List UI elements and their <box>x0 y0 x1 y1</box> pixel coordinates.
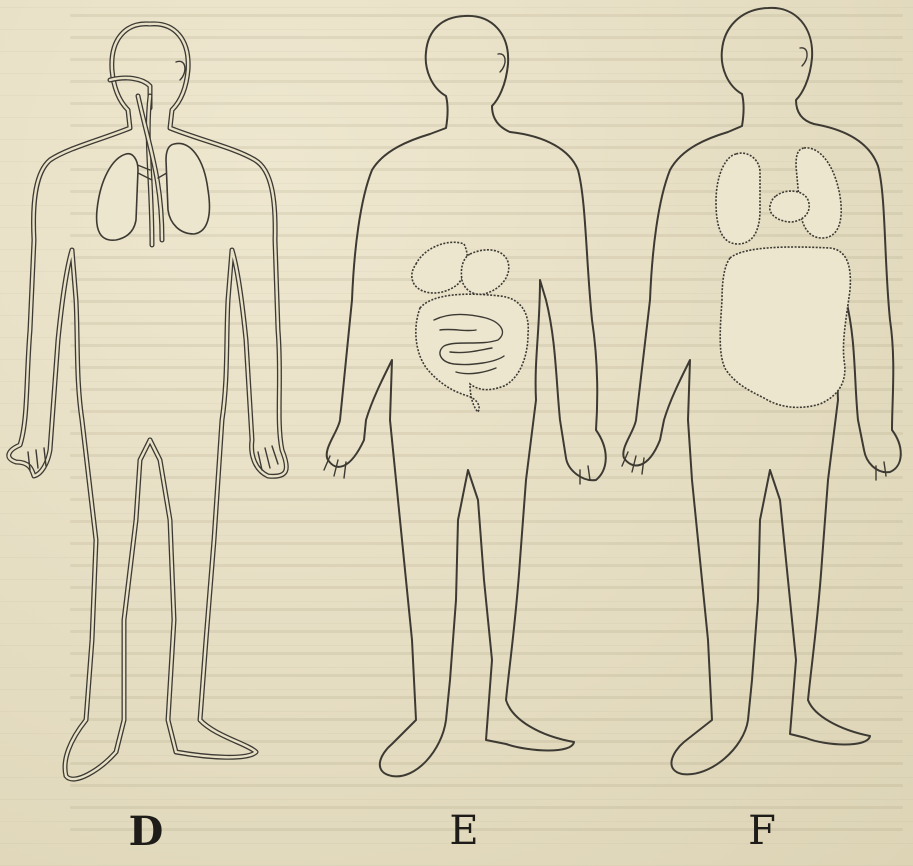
figure-f <box>622 8 901 774</box>
figure-d-left-lung <box>166 143 209 234</box>
figure-e-large-intestine <box>416 294 528 412</box>
figure-e-digestive-tract <box>412 242 528 412</box>
figure-label-d: D <box>106 808 186 855</box>
figure-f-heart <box>770 191 809 222</box>
figure-f-abdominal-cavity <box>720 247 850 407</box>
figure-e-stomach <box>461 250 508 295</box>
figure-d-right-lung <box>97 154 138 241</box>
figure-label-e: E <box>424 808 504 854</box>
figure-d <box>9 24 287 779</box>
figure-e <box>324 16 606 776</box>
figure-label-f: F <box>722 808 802 854</box>
figure-f-left-lung <box>796 148 841 238</box>
figure-e-liver <box>412 242 468 293</box>
figure-f-right-lung <box>716 153 760 244</box>
